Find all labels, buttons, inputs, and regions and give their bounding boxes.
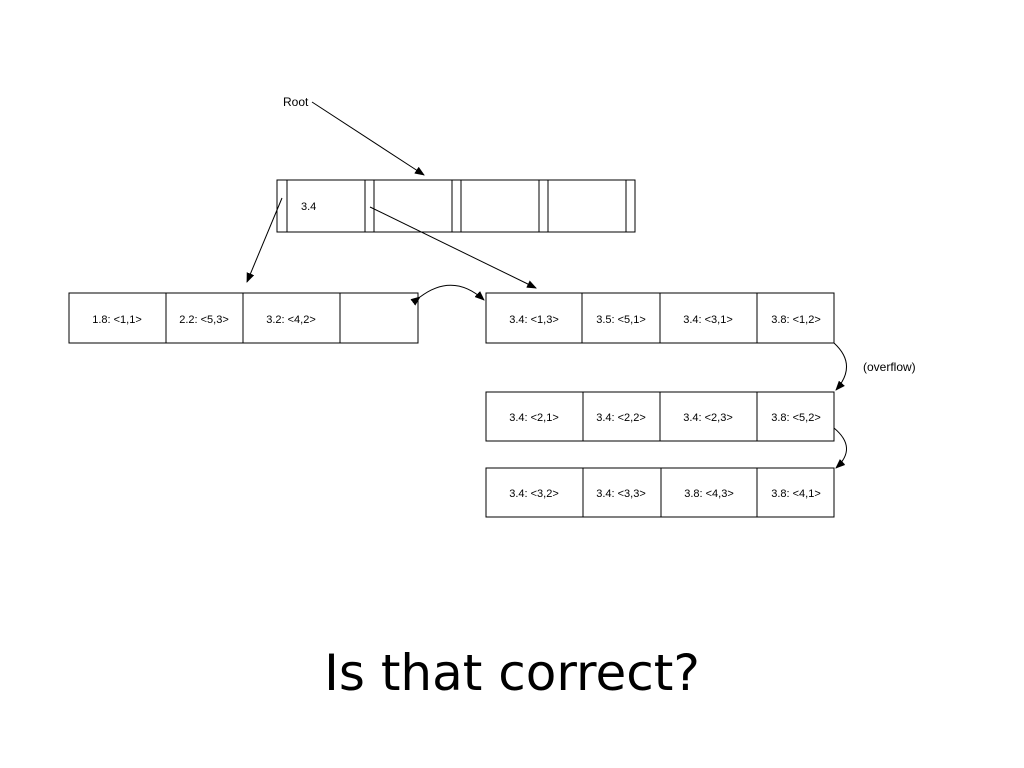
root-pointer-arrow [311,101,425,176]
overflow-entry: 3.4: <3,3> [596,488,646,500]
root-node: 3.4 [276,179,636,233]
overflow-entry: 3.4: <3,2> [509,488,559,500]
b-tree-diagram: Root 3.4 1.8: <1,1> 2.2: <5,3> 3.2: <4,2… [68,95,916,518]
overflow-entry: 3.8: <5,2> [771,412,821,424]
overflow-entry: 3.4: <2,2> [596,412,646,424]
leaf-node-left: 1.8: <1,1> 2.2: <5,3> 3.2: <4,2> [68,292,419,344]
leaf-entry: 2.2: <5,3> [179,314,229,326]
leaf-entry: 3.5: <5,1> [596,314,646,326]
right-child-pointer-arrow [369,206,537,289]
leaf-entry: 3.2: <4,2> [266,314,316,326]
overflow-entry: 3.8: <4,1> [771,488,821,500]
leaf-entry: 1.8: <1,1> [92,314,142,326]
overflow-entry: 3.8: <4,3> [684,488,734,500]
leaf-entry: 3.8: <1,2> [771,314,821,326]
root-key: 3.4 [301,201,316,213]
overflow-page-1: 3.4: <2,1> 3.4: <2,2> 3.4: <2,3> 3.8: <5… [485,391,835,442]
overflow-entry: 3.4: <2,3> [683,412,733,424]
overflow-page-2: 3.4: <3,2> 3.4: <3,3> 3.8: <4,3> 3.8: <4… [485,467,835,518]
overflow-link-arrow [833,427,847,469]
leaf-node-right: 3.4: <1,3> 3.5: <5,1> 3.4: <3,1> 3.8: <1… [485,292,835,344]
slide-question: Is that correct? [324,644,700,702]
overflow-link-arrow [833,342,847,391]
overflow-label: (overflow) [863,360,916,374]
leaf-entry: 3.4: <1,3> [509,314,559,326]
sibling-link-arrow [410,284,485,306]
left-child-pointer-arrow [246,197,283,283]
root-label: Root [283,95,309,109]
leaf-entry: 3.4: <3,1> [683,314,733,326]
overflow-entry: 3.4: <2,1> [509,412,559,424]
